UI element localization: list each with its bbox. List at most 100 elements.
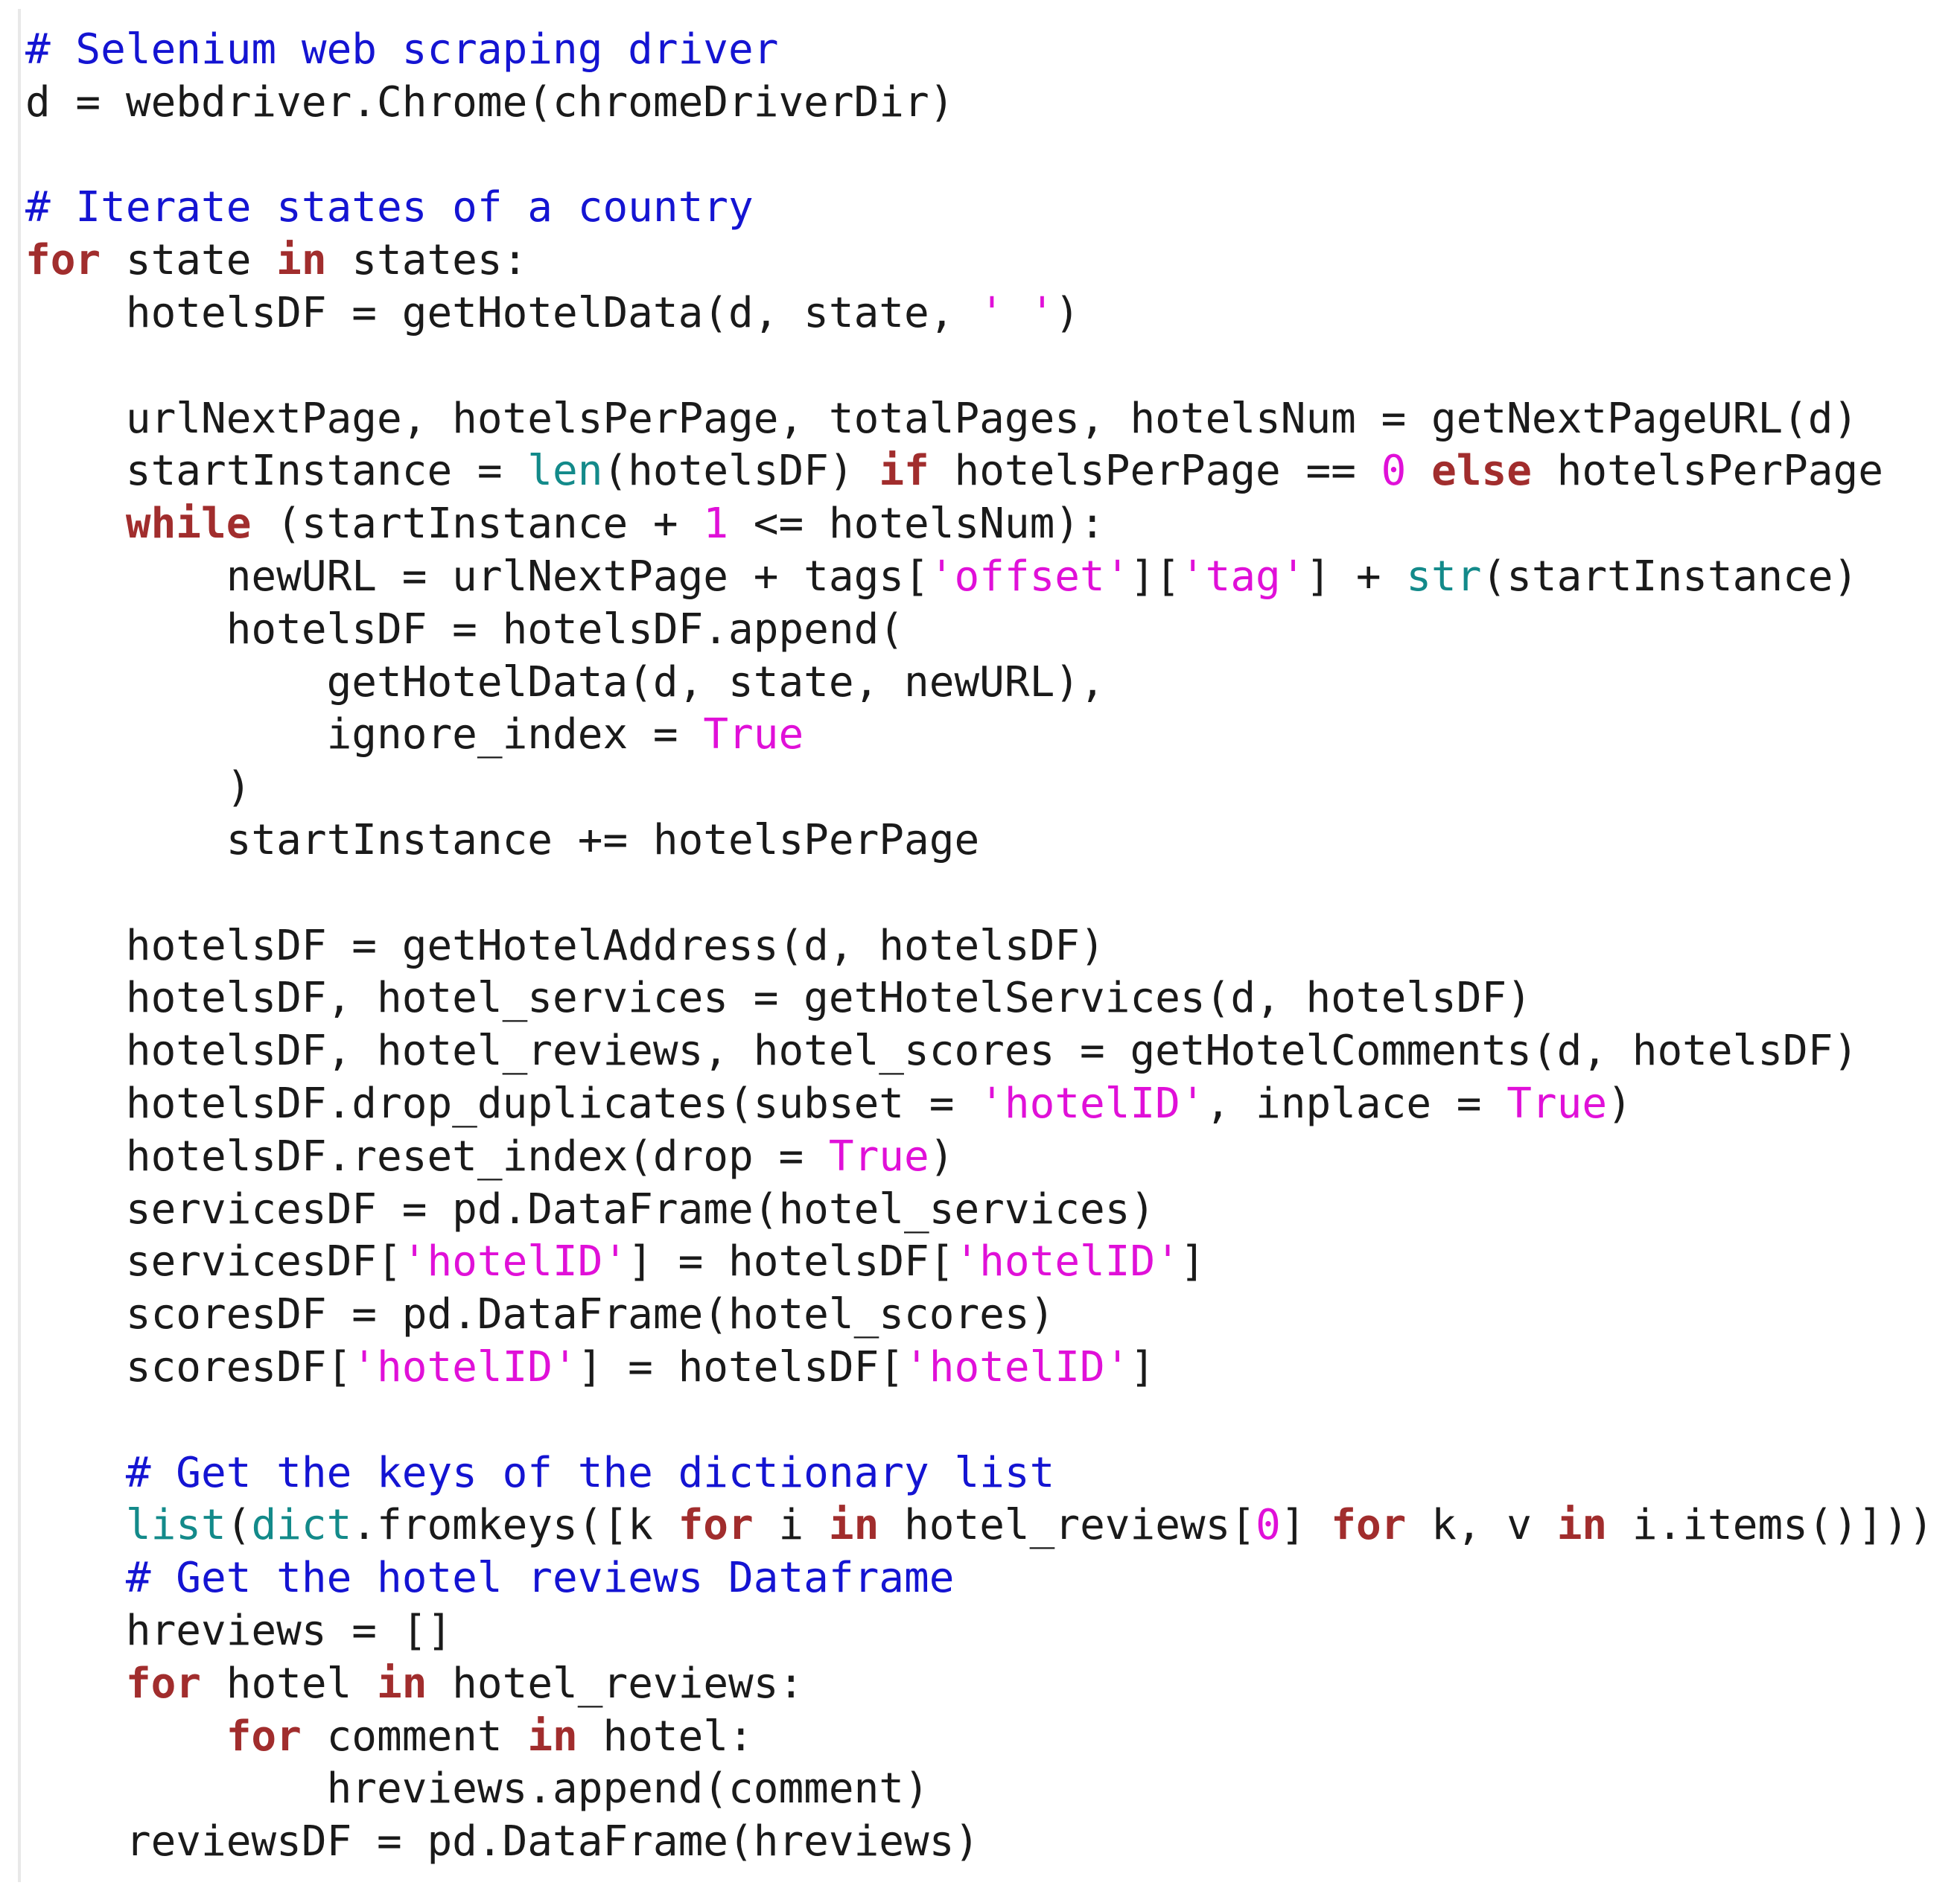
code-token: for [25, 236, 101, 285]
code-token: hotelsDF.drop_duplicates(subset = [25, 1079, 980, 1128]
code-token: for [125, 1659, 202, 1708]
code-line: servicesDF = pd.DataFrame(hotel_services… [25, 1184, 1933, 1237]
code-line [25, 340, 1933, 393]
code-token: scoresDF = pd.DataFrame(hotel_scores) [25, 1290, 1055, 1339]
code-token: in [527, 1712, 578, 1761]
code-token: ] = hotelsDF[ [577, 1342, 905, 1391]
code-token: ) [929, 1132, 955, 1181]
code-token: i.items()])) [1607, 1501, 1934, 1550]
code-token: .fromkeys([k [351, 1501, 678, 1550]
code-token: hotelsDF.reset_index(drop = [25, 1132, 829, 1181]
code-token: ) [1607, 1079, 1632, 1128]
code-token: hotel_reviews[ [879, 1501, 1256, 1550]
code-line: scoresDF = pd.DataFrame(hotel_scores) [25, 1289, 1933, 1342]
code-token: hotelsPerPage == [929, 447, 1381, 496]
code-line: for hotel in hotel_reviews: [25, 1658, 1933, 1711]
code-token: True [828, 1132, 929, 1181]
code-token: 'hotelID' [351, 1342, 578, 1391]
code-line: # Iterate states of a country [25, 182, 1933, 235]
code-token [25, 500, 126, 548]
code-line: list(dict.fromkeys([k for i in hotel_rev… [25, 1499, 1934, 1552]
code-token: comment [301, 1712, 528, 1761]
code-token: ] = hotelsDF[ [628, 1237, 955, 1287]
code-token: 0 [1256, 1501, 1281, 1550]
code-token: hotel_reviews: [427, 1659, 804, 1708]
code-token: while [125, 500, 252, 549]
code-line: newURL = urlNextPage + tags['offset']['t… [25, 551, 1933, 604]
code-token: ] [1280, 1501, 1331, 1550]
code-token: ' ' [979, 288, 1055, 337]
code-token [25, 1660, 126, 1708]
code-token: 'hotelID' [954, 1237, 1180, 1287]
code-token: # Get the keys of the dictionary list [125, 1448, 1055, 1497]
code-token [25, 1449, 126, 1497]
code-token: hotelsPerPage [1531, 447, 1883, 496]
code-line: hreviews = [] [25, 1605, 1933, 1658]
code-line: for state in states: [25, 235, 1933, 287]
code-line: d = webdriver.Chrome(chromeDriverDir) [25, 77, 1933, 130]
code-token: ] [1130, 1342, 1156, 1391]
code-token: for [1331, 1501, 1407, 1550]
code-line: hotelsDF.reset_index(drop = True) [25, 1131, 1933, 1184]
code-line: startInstance += hotelsPerPage [25, 814, 1933, 867]
code-token: servicesDF[ [25, 1237, 402, 1287]
code-token: ignore_index = [25, 710, 704, 759]
code-line [25, 1394, 1933, 1447]
code-token: hotelsDF, hotel_services = getHotelServi… [25, 974, 1532, 1023]
code-line: startInstance = len(hotelsDF) if hotelsP… [25, 445, 1933, 498]
code-line: for comment in hotel: [25, 1711, 1933, 1764]
code-token: hreviews = [] [25, 1606, 453, 1655]
code-token: ][ [1130, 552, 1180, 601]
code-token: states: [326, 236, 528, 285]
code-token: str [1406, 552, 1482, 601]
code-line: ) [25, 762, 1933, 814]
code-line: getHotelData(d, state, newURL), [25, 657, 1933, 710]
code-token: servicesDF = pd.DataFrame(hotel_services… [25, 1185, 1156, 1234]
code-token: in [276, 236, 327, 285]
code-token: urlNextPage, hotelsPerPage, totalPages, … [25, 394, 1859, 443]
code-token: hreviews.append(comment) [25, 1764, 929, 1814]
code-token: list [125, 1501, 226, 1550]
code-line [25, 130, 1933, 182]
code-line: hotelsDF = getHotelData(d, state, ' ') [25, 287, 1933, 340]
code-token [25, 1712, 226, 1761]
code-token: for [226, 1712, 302, 1761]
code-line: ignore_index = True [25, 709, 1933, 762]
code-token: else [1431, 447, 1532, 496]
code-token: 'hotelID' [979, 1079, 1206, 1128]
code-line [25, 867, 1933, 920]
code-token: 'offset' [929, 552, 1130, 601]
code-token: <= hotelsNum): [728, 500, 1105, 549]
gutter-divider [18, 9, 21, 1882]
code-line: hotelsDF = getHotelAddress(d, hotelsDF) [25, 920, 1933, 973]
code-token: hotel [201, 1659, 378, 1708]
code-token: ] [1180, 1237, 1206, 1287]
code-token: True [703, 710, 804, 759]
code-token: reviewsDF = pd.DataFrame(hreviews) [25, 1817, 980, 1866]
code-token [25, 1501, 126, 1549]
code-token: , inplace = [1205, 1079, 1507, 1128]
code-token: # Get the hotel reviews Dataframe [125, 1554, 955, 1603]
code-token: (startInstance) [1481, 552, 1859, 601]
code-token: (startInstance + [251, 500, 704, 549]
code-line: # Get the hotel reviews Dataframe [25, 1552, 1933, 1605]
code-token: 'hotelID' [904, 1342, 1130, 1391]
code-token: d = webdriver.Chrome(chromeDriverDir) [25, 77, 955, 127]
code-token: # Selenium web scraping driver [25, 25, 779, 74]
code-line: # Get the keys of the dictionary list [25, 1447, 1933, 1500]
code-line: hotelsDF, hotel_services = getHotelServi… [25, 972, 1933, 1025]
code-token: 'hotelID' [401, 1237, 629, 1287]
code-line: reviewsDF = pd.DataFrame(hreviews) [25, 1816, 1933, 1869]
code-token: ) [25, 763, 252, 812]
code-token: k, v [1406, 1501, 1557, 1550]
code-token: 'tag' [1180, 552, 1306, 601]
code-token: hotel: [577, 1712, 754, 1761]
code-token: len [527, 447, 603, 496]
code-token: getHotelData(d, state, newURL), [25, 657, 1105, 707]
code-line: servicesDF['hotelID'] = hotelsDF['hotelI… [25, 1236, 1933, 1289]
code-token: hotelsDF = getHotelAddress(d, hotelsDF) [25, 921, 1105, 970]
code-token: state [101, 236, 277, 285]
code-token: i [753, 1501, 829, 1550]
